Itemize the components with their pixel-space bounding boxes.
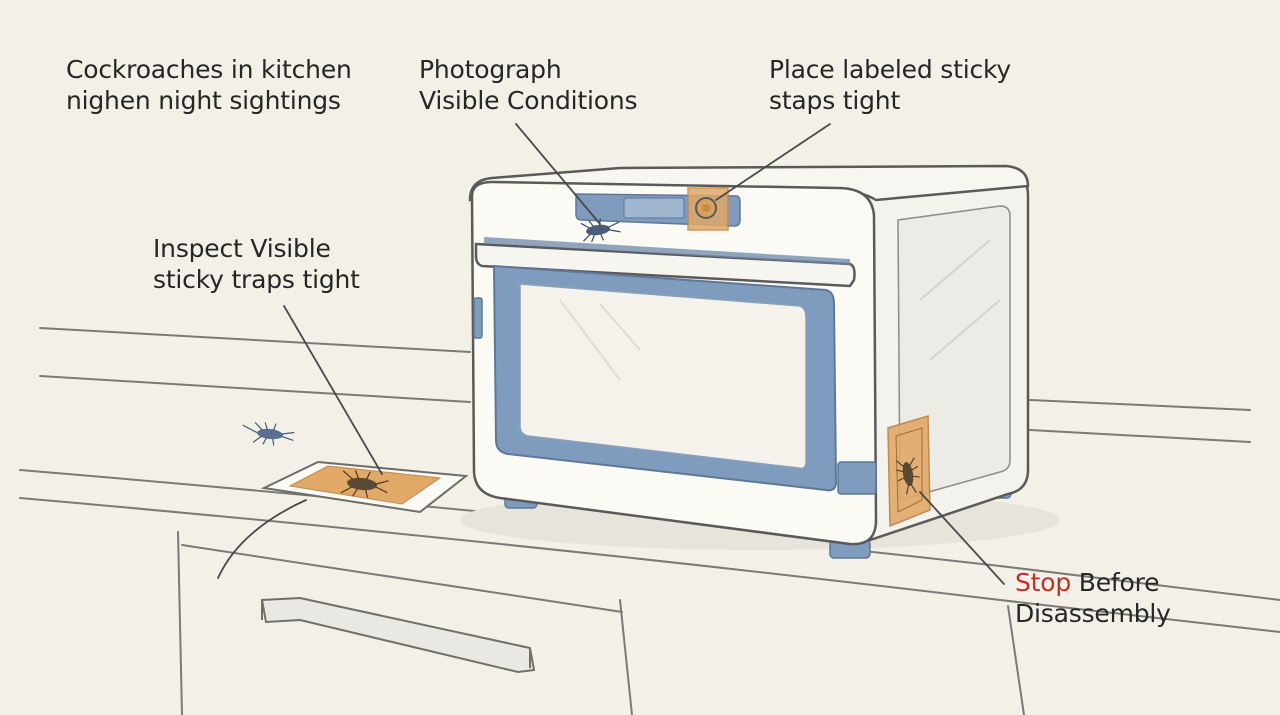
drawer-handle	[260, 596, 536, 674]
callout-stop-emphasis: Stop	[1015, 568, 1072, 597]
display-window	[623, 197, 685, 219]
cockroach-icon	[895, 457, 920, 495]
leader-trap-curve	[217, 499, 307, 579]
callout-cockroaches: Cockroaches in kitchen nighen night sigh…	[66, 54, 352, 116]
side-shine	[919, 239, 1001, 361]
callout-stop-line1: Stop Before	[1015, 567, 1171, 598]
leader-stop	[919, 491, 1005, 585]
side-sticky-trap	[887, 414, 931, 528]
callout-cockroaches-line1: Cockroaches in kitchen	[66, 55, 352, 84]
callout-inspect-line2: sticky traps tight	[153, 265, 360, 294]
callout-photograph-line2: Visible Conditions	[419, 86, 638, 115]
callout-place: Place labeled sticky staps tight	[769, 54, 1011, 116]
leader-lines	[217, 123, 1005, 585]
leader-place	[715, 123, 831, 201]
glass-reflection	[559, 299, 641, 381]
cabinet-divider-mid	[619, 599, 633, 715]
callout-place-line2: staps tight	[769, 86, 901, 115]
cockroach-icon	[580, 218, 621, 243]
cockroach-icon	[242, 421, 295, 446]
callout-place-line1: Place labeled sticky	[769, 55, 1011, 84]
door-top-strip	[483, 237, 851, 265]
door-window-glass	[519, 283, 807, 470]
door-hinges	[473, 297, 877, 495]
counter-sticky-trap	[260, 460, 469, 514]
callout-stop-rest: Before	[1071, 568, 1160, 597]
counter-back-edge-lower	[39, 375, 471, 403]
leader-photograph	[515, 123, 601, 225]
drawer-top-line	[181, 544, 623, 613]
callout-stop: Stop Before Disassembly	[1015, 567, 1171, 629]
leader-inspect	[283, 305, 383, 475]
callout-inspect: Inspect Visible sticky traps tight	[153, 233, 360, 295]
callout-cockroaches-line2: nighen night sightings	[66, 86, 341, 115]
callout-photograph-line1: Photograph	[419, 55, 562, 84]
callout-photograph: Photograph Visible Conditions	[419, 54, 638, 116]
cabinet-divider-right	[1007, 605, 1025, 715]
counter-front-edge-lower	[19, 497, 1280, 633]
callout-stop-line2: Disassembly	[1015, 599, 1171, 628]
counter-back-edge-right-upper	[1029, 399, 1251, 411]
door-handle	[474, 242, 856, 288]
cockroach-icon	[340, 470, 389, 498]
counter-back-edge-upper	[39, 327, 471, 353]
knob-sticky-trap	[687, 187, 729, 231]
cabinet-divider-left	[177, 531, 183, 715]
callout-inspect-line1: Inspect Visible	[153, 234, 331, 263]
counter-back-edge-right-lower	[1029, 429, 1251, 443]
